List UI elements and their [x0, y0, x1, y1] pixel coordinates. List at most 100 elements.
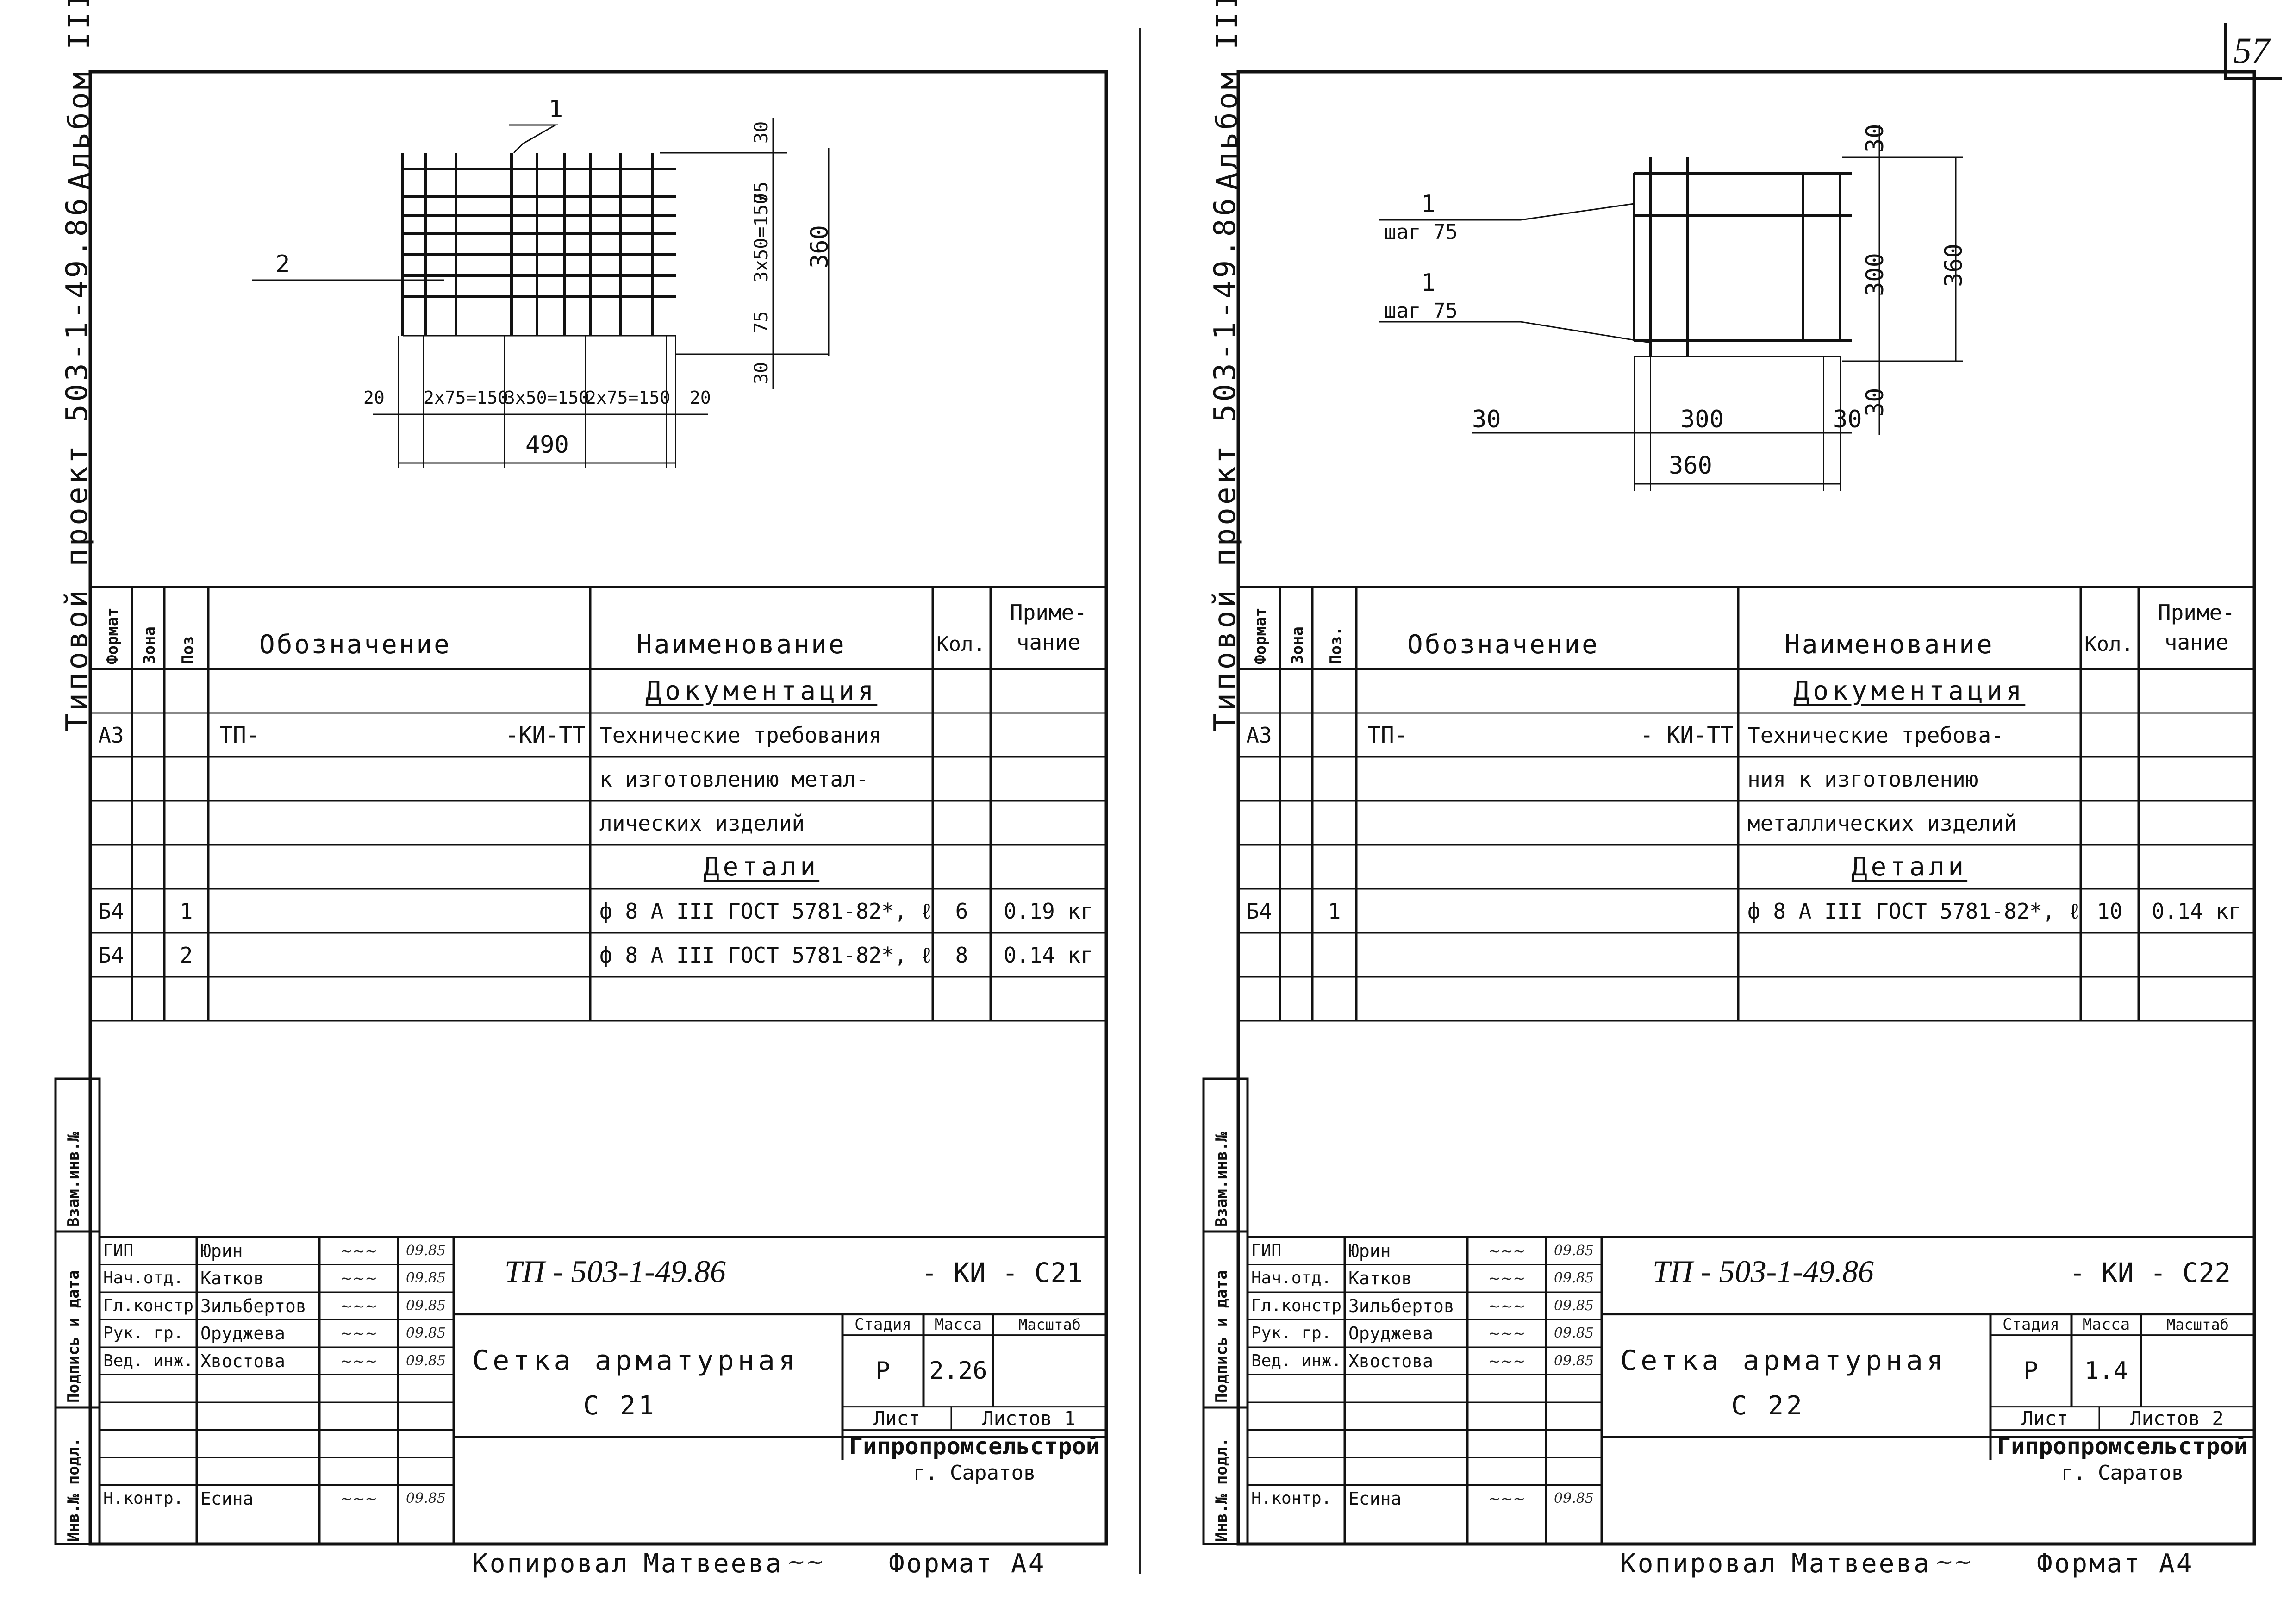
pos2-label: 2	[275, 250, 290, 278]
row-qty	[933, 801, 991, 845]
stamp-role: Гл.констр.	[1251, 1296, 1345, 1315]
row-format	[90, 757, 132, 801]
stamp-role	[100, 1402, 197, 1430]
header-zone: Зона	[1288, 626, 1307, 664]
stamp-date	[1546, 1430, 1602, 1458]
stamp-name: Юрин	[200, 1240, 243, 1261]
footer-signature: ~~	[1935, 1549, 1972, 1575]
row-format: А3	[98, 722, 124, 748]
stamp-name: Катков	[200, 1268, 264, 1289]
stamp-name	[1345, 1430, 1467, 1458]
stamp-signature: ~~~	[1488, 1325, 1526, 1343]
stamp-role: ГИП	[103, 1241, 134, 1260]
row-qty: 8	[955, 942, 968, 968]
row-qty	[933, 757, 991, 801]
row-note	[2139, 669, 2254, 713]
stamp-role	[100, 1430, 197, 1458]
dim-side-label: 30	[751, 362, 772, 384]
row-format	[1238, 845, 1280, 889]
header-format: Формат	[1251, 607, 1270, 664]
stamp-signature: ~~~	[1488, 1352, 1526, 1370]
stamp-name: Оруджева	[200, 1323, 286, 1344]
row-designation-left	[213, 845, 352, 889]
dim-bottom-label: 30	[1833, 406, 1862, 433]
dim-top-label: 2х75=150	[424, 388, 509, 408]
stamp-name: Есина	[200, 1488, 254, 1509]
row-format	[1238, 669, 1280, 713]
row-name: лических изделий	[599, 810, 805, 836]
row-designation-left	[213, 757, 352, 801]
header-pos: Поз.	[1326, 626, 1345, 664]
stamp-sheet-label: Лист	[2021, 1407, 2069, 1430]
sheet-frame-lines	[1202, 70, 2256, 1546]
row-name: ния к изготовлению	[1747, 766, 1978, 792]
stamp-sheets-label: Листов 2	[2130, 1407, 2224, 1430]
header-note: Приме-чание	[2158, 600, 2235, 655]
stamp-role: Рук. гр.	[103, 1324, 184, 1343]
dim-total-h: 360	[1669, 452, 1712, 480]
row-name	[590, 977, 933, 1021]
stamp-title2: С 22	[1731, 1390, 1805, 1421]
row-format	[1238, 757, 1280, 801]
stamp-date: 09.85	[406, 1325, 446, 1342]
stamp-date: 09.85	[1554, 1490, 1594, 1507]
row-pos	[1312, 933, 1356, 977]
row-qty	[933, 669, 991, 713]
stamp-mass-label: Масса	[2082, 1315, 2130, 1334]
stamp-sheets-label: Листов 1	[982, 1407, 1076, 1430]
stamp-role: Вед. инж.	[1251, 1351, 1342, 1370]
sheet-frame-lines	[54, 70, 1108, 1546]
stamp-role: Рук. гр.	[1251, 1324, 1332, 1343]
row-designation-left	[213, 977, 352, 1021]
pos1b-step: шаг 75	[1384, 299, 1458, 323]
stamp-role	[100, 1375, 197, 1403]
footer-signature: ~~	[787, 1549, 824, 1575]
dim-side-label: 30	[1861, 124, 1889, 153]
row-qty	[2081, 977, 2139, 1021]
leader-pos1	[1379, 203, 1635, 221]
row-name: к изготовлению метал-	[599, 766, 869, 792]
row-note	[2139, 845, 2254, 889]
footer-copier: Матвеева	[643, 1549, 783, 1579]
row-format	[90, 977, 132, 1021]
row-note	[991, 713, 1106, 757]
stamp-stage-label: Стадия	[2003, 1315, 2059, 1334]
dim-top-label: 20	[363, 388, 385, 408]
row-designation-right	[1604, 669, 1734, 713]
dim-total-h: 490	[525, 431, 569, 459]
dim-total-v: 360	[806, 225, 834, 269]
stamp-org: Гипропромсельстрой	[849, 1432, 1100, 1460]
row-qty: 6	[955, 898, 968, 924]
dim-side-label: 3х50=150	[751, 193, 772, 282]
row-designation-right	[456, 669, 586, 713]
row-pos	[164, 757, 208, 801]
header-designation: Обозначение	[259, 630, 451, 660]
stamp-date: 09.85	[1554, 1352, 1594, 1369]
row-designation-right	[1604, 933, 1734, 977]
row-note	[2139, 757, 2254, 801]
row-qty	[2081, 933, 2139, 977]
row-name: ф 8 А III ГОСТ 5781-82*, ℓ=360	[599, 942, 933, 968]
stamp-code-suffix: - КИ - С21	[921, 1257, 1083, 1288]
row-qty	[2081, 669, 2139, 713]
row-designation-right	[1604, 889, 1734, 933]
row-name: металлических изделий	[1747, 810, 2017, 836]
row-designation-right	[1604, 845, 1734, 889]
project-side-label: Типовой проект 503-1-49.86	[60, 195, 94, 731]
row-designation-right	[456, 845, 586, 889]
row-designation-right	[1604, 801, 1734, 845]
dim-bottom-label: 30	[1472, 406, 1501, 433]
dim-side-label: 75	[751, 311, 772, 333]
row-qty	[2081, 845, 2139, 889]
row-note	[991, 757, 1106, 801]
row-note	[991, 669, 1106, 713]
stamp-name: Зильбертов	[1348, 1295, 1454, 1316]
row-name: Детали	[703, 851, 820, 882]
row-qty	[933, 713, 991, 757]
row-qty	[2081, 801, 2139, 845]
row-pos	[1312, 845, 1356, 889]
header-name: Наименование	[1784, 630, 1994, 660]
stamp-date	[398, 1430, 454, 1458]
